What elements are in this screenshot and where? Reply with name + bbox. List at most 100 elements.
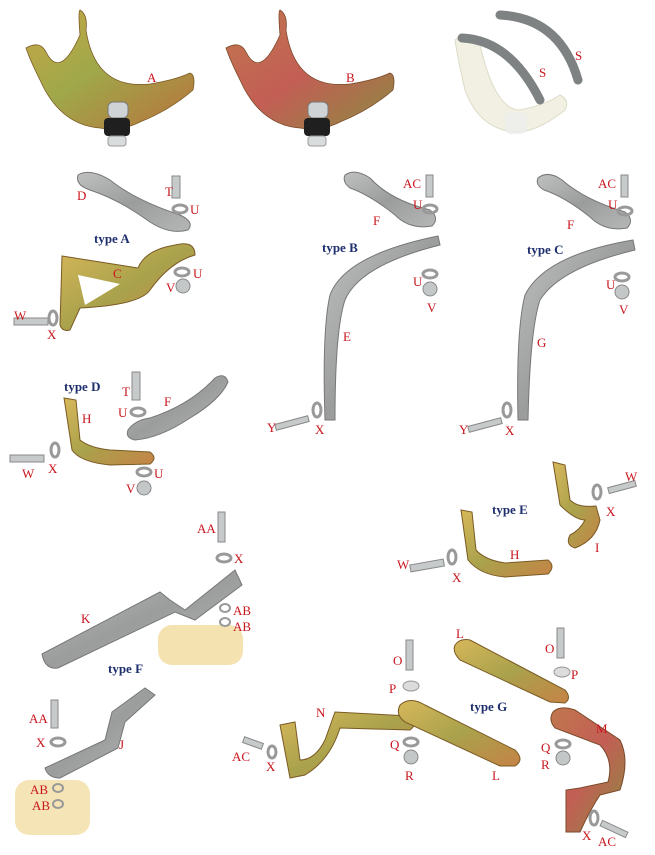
part-label: W: [22, 466, 35, 481]
part-label: C: [113, 266, 122, 281]
part-label: D: [77, 188, 87, 203]
part-d-strap: [77, 171, 191, 232]
part-label: H: [510, 547, 520, 562]
part-label: O: [393, 653, 403, 668]
part-h-bracket-e: [460, 509, 553, 578]
part-label: H: [82, 411, 92, 426]
part-label: U: [413, 197, 423, 212]
part-label: T: [122, 384, 130, 399]
fasteners-type-j: [49, 699, 67, 809]
type-g-caption: type G: [470, 699, 508, 714]
fasteners-type-e: [409, 479, 637, 573]
part-label: X: [505, 423, 515, 438]
part-l-strap-lower: [397, 700, 521, 767]
clamp-ghost-f: [158, 625, 243, 665]
part-label: Y: [459, 422, 469, 437]
part-label: X: [48, 461, 58, 476]
part-label: W: [14, 308, 27, 323]
part-label: AC: [598, 834, 617, 849]
part-f-strap-b: [343, 171, 436, 228]
part-label: AA: [29, 711, 48, 726]
part-label: Y: [267, 420, 277, 435]
part-label: X: [452, 570, 462, 585]
part-label: U: [118, 405, 128, 420]
part-label: V: [166, 280, 176, 295]
part-label: X: [234, 551, 244, 566]
part-label: M: [596, 721, 608, 736]
part-label: X: [36, 735, 46, 750]
part-m-bracket: [550, 707, 626, 833]
part-label: X: [606, 504, 616, 519]
part-label: X: [266, 759, 276, 774]
part-label: AC: [598, 176, 617, 191]
part-label: U: [193, 266, 203, 281]
part-label: F: [164, 394, 172, 409]
fasteners-type-d: [9, 371, 153, 496]
part-i-bracket: [552, 461, 601, 549]
part-label: J: [119, 737, 125, 752]
part-label: N: [316, 705, 326, 720]
part-label: Q: [541, 740, 551, 755]
part-label: U: [413, 274, 423, 289]
part-label: V: [126, 481, 136, 496]
fasteners-type-f: [215, 511, 233, 627]
fasteners-type-g: [241, 627, 629, 839]
part-label: A: [147, 70, 157, 85]
part-label: O: [545, 641, 555, 656]
part-h-bracket-d: [63, 397, 155, 466]
part-label: AC: [232, 749, 251, 764]
part-k-strap: [41, 569, 243, 669]
part-f-strap-c: [536, 174, 631, 230]
part-label: L: [456, 626, 464, 641]
fasteners-type-b: [274, 174, 439, 431]
saddle-pads-s: [454, 10, 583, 134]
part-label: U: [154, 466, 164, 481]
part-label: S: [575, 48, 583, 63]
part-label: U: [608, 197, 618, 212]
part-label: X: [47, 327, 57, 342]
part-label: B: [346, 70, 355, 85]
part-label: G: [537, 335, 547, 350]
saddle-bracket-a: [25, 9, 195, 147]
part-label: R: [541, 757, 550, 772]
part-label: V: [619, 302, 629, 317]
part-label: F: [373, 213, 381, 228]
part-j-strap: [44, 687, 156, 779]
part-label: AB: [30, 782, 49, 797]
type-c-caption: type C: [527, 242, 564, 257]
part-label: P: [571, 667, 579, 682]
part-label: K: [81, 611, 91, 626]
part-label: U: [190, 202, 200, 217]
part-label: E: [343, 329, 351, 344]
part-label: U: [606, 277, 616, 292]
part-g-arm: [517, 239, 636, 421]
part-label: Q: [390, 737, 400, 752]
part-e-arm: [323, 235, 441, 421]
part-f-strap-d: [126, 375, 229, 441]
type-a-caption: type A: [94, 231, 130, 246]
type-e-caption: type E: [492, 502, 528, 517]
type-b-caption: type B: [322, 240, 358, 255]
part-label: S: [539, 65, 547, 80]
part-label: AC: [403, 176, 422, 191]
part-label: AB: [32, 798, 51, 813]
part-label: V: [427, 300, 437, 315]
part-label: L: [492, 768, 500, 783]
part-label: AA: [197, 521, 216, 536]
part-label: R: [405, 768, 414, 783]
part-label: T: [165, 184, 173, 199]
part-label: F: [567, 217, 575, 232]
part-l-strap-upper: [453, 639, 569, 704]
part-label: AB: [233, 619, 252, 634]
part-label: W: [625, 469, 638, 484]
part-label: X: [315, 422, 325, 437]
saddle-bracket-b: [225, 9, 395, 147]
part-label: P: [389, 681, 397, 696]
type-d-caption: type D: [64, 379, 101, 394]
fasteners-type-a: [13, 175, 191, 327]
part-label: I: [595, 540, 600, 555]
fasteners-type-c: [467, 174, 634, 433]
part-label: W: [397, 557, 410, 572]
